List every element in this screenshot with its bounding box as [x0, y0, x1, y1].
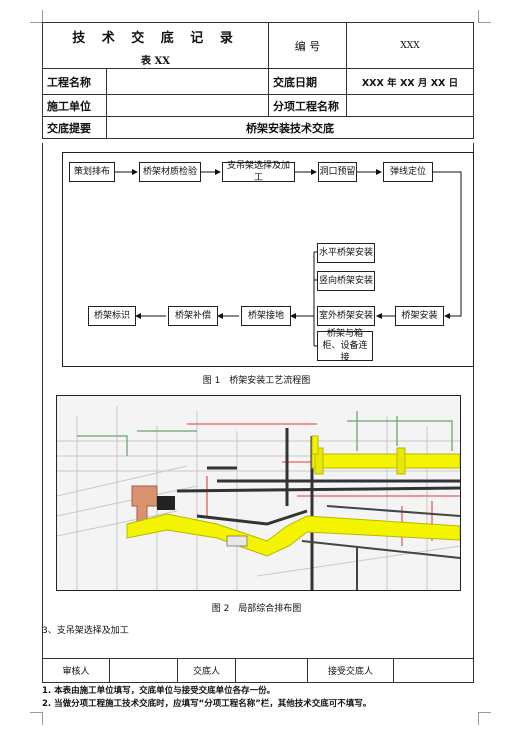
document-title: 技 术 交 底 记 录 [72, 30, 239, 46]
flow-step-planning: 策划排布 [69, 162, 115, 182]
flow-step-line-positioning: 弹线定位 [383, 162, 433, 182]
flow-step-vertical-tray: 竖向桥架安装 [317, 271, 375, 291]
footnote-1: 1. 本表由施工单位填写，交底单位与接受交底单位各存一份。 [42, 686, 276, 696]
flow-step-labeling: 桥架标识 [88, 306, 136, 326]
summary-value[interactable]: 桥架安装技术交底 [105, 116, 475, 139]
unit-value[interactable] [105, 94, 270, 117]
corner-mark [30, 712, 43, 725]
receiver-label: 接受交底人 [307, 658, 394, 683]
footnote-2: 2. 当做分项工程施工技术交底时，应填写“分项工程名称”栏，其他技术交底可不填写… [42, 699, 372, 709]
flow-step-support-selection: 支吊架选择及加工 [222, 161, 295, 183]
flow-step-compensation: 桥架补偿 [168, 306, 218, 326]
flow-step-material-inspection: 桥架材质检验 [139, 162, 201, 182]
header-table: 技 术 交 底 记 录 表 XX 编 号 XXX 工程名称 交底日期 XXX 年… [41, 22, 475, 139]
date-label: 交底日期 [268, 68, 348, 95]
corner-mark [478, 712, 491, 725]
layout-rendering-image [56, 395, 461, 591]
summary-label: 交底提要 [42, 116, 107, 139]
flow-step-cabinet-connection: 桥架与箱柜、设备连接 [317, 329, 373, 363]
presenter-signature[interactable] [235, 658, 308, 683]
document-subtitle: 表 XX [141, 55, 170, 67]
presenter-label: 交底人 [177, 658, 236, 683]
flow-step-tray-installation: 桥架安装 [395, 306, 444, 326]
reviewer-signature[interactable] [109, 658, 178, 683]
number-value[interactable]: XXX [346, 22, 475, 69]
cable-tray-3d-illustration [57, 396, 460, 590]
reviewer-label: 审核人 [42, 658, 110, 683]
sub-project-label: 分项工程名称 [268, 94, 348, 117]
corner-mark [478, 10, 491, 23]
number-label: 编 号 [268, 22, 348, 69]
flow-arrows [115, 169, 462, 347]
receiver-signature[interactable] [393, 658, 474, 683]
unit-label: 施工单位 [42, 94, 107, 117]
date-value[interactable]: XXX 年 XX 月 XX 日 [346, 68, 475, 95]
project-label: 工程名称 [42, 68, 107, 95]
title-cell: 技 术 交 底 记 录 表 XX [41, 22, 270, 69]
flow-step-horizontal-tray: 水平桥架安装 [317, 243, 375, 263]
figure1-caption: 图 1 桥架安装工艺流程图 [202, 376, 311, 386]
content-frame [42, 143, 474, 658]
flow-step-outdoor-tray: 室外桥架安装 [317, 306, 375, 326]
project-value[interactable] [105, 68, 270, 95]
sub-project-value[interactable] [346, 94, 475, 117]
process-flowchart: 策划排布 桥架材质检验 支吊架选择及加工 洞口预留 弹线定位 桥架安装 水平桥架… [62, 152, 474, 367]
corner-mark [30, 10, 43, 23]
flow-step-hole-reservation: 洞口预留 [318, 162, 357, 182]
figure2-caption: 图 2 局部综合排布图 [211, 604, 302, 614]
section-heading: 3、支吊架选择及加工 [42, 626, 129, 636]
signature-table: 审核人 交底人 接受交底人 [42, 658, 474, 683]
flow-step-grounding: 桥架接地 [241, 306, 291, 326]
